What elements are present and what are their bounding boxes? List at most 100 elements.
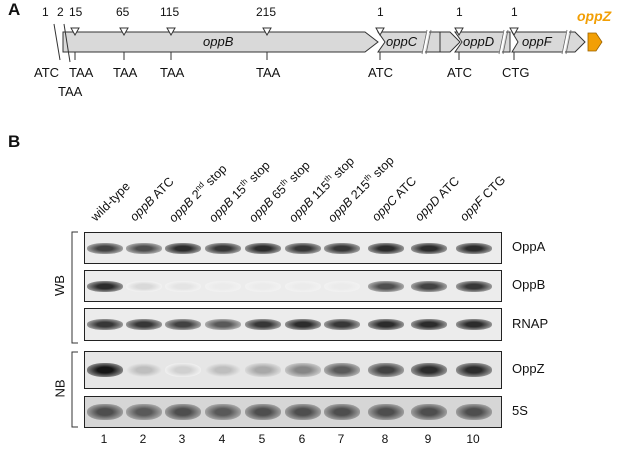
lane-tail: stop <box>283 158 313 188</box>
lane-tail: stop <box>243 158 273 188</box>
oppD-start-number: 1 <box>456 5 463 19</box>
band <box>324 404 360 420</box>
pos-115-label: 115 <box>160 5 180 19</box>
band <box>165 319 201 330</box>
band <box>285 280 321 292</box>
band <box>87 242 123 254</box>
lane-tail: stop <box>328 154 358 184</box>
band <box>165 404 201 420</box>
wb-group-label: WB <box>51 275 67 296</box>
band <box>87 363 123 377</box>
panel-b-label: B <box>8 132 21 151</box>
oppB-start-codon: ATC <box>34 65 60 80</box>
oppZ-arrow <box>587 32 603 52</box>
band <box>245 319 281 330</box>
band <box>205 363 241 377</box>
mark-15-triangle <box>70 27 80 37</box>
band <box>87 404 123 420</box>
oppZ-gene-label: oppZ <box>577 8 612 24</box>
stop-65-codon: TAA <box>113 65 138 80</box>
blot-oppa <box>84 232 502 264</box>
oppC-gene-label: oppC <box>386 34 418 49</box>
band <box>368 242 404 254</box>
band <box>165 363 201 377</box>
band <box>324 242 360 254</box>
blot-name-oppb: OppB <box>512 277 546 292</box>
oppD-gene-label: oppD <box>463 34 495 49</box>
band <box>285 242 321 254</box>
lane-text: CTG <box>477 172 509 204</box>
lane-label-10: oppF CTG <box>457 173 508 224</box>
band <box>165 280 201 292</box>
blot-name-oppz: OppZ <box>512 361 545 376</box>
pos-215-label: 215 <box>256 5 277 19</box>
blot-oppz <box>84 351 502 389</box>
band <box>126 404 162 420</box>
band <box>324 363 360 377</box>
group-brackets <box>71 231 78 428</box>
band <box>456 242 492 254</box>
band <box>126 242 162 254</box>
mark-115-triangle <box>166 27 176 37</box>
band <box>368 363 404 377</box>
band <box>205 404 241 420</box>
band <box>324 319 360 330</box>
oppF-start-codon: CTG <box>502 65 530 80</box>
operon-diagram <box>53 23 603 63</box>
lane-number: 10 <box>466 432 480 446</box>
lane-number: 1 <box>100 432 108 446</box>
blot-rnap <box>84 308 502 341</box>
lane-number: 6 <box>298 432 306 446</box>
band <box>411 363 447 377</box>
band <box>205 280 241 292</box>
band <box>456 363 492 377</box>
oppF-start-number: 1 <box>511 5 518 19</box>
oppD-start-codon: ATC <box>447 65 473 80</box>
blot-name-rnap: RNAP <box>512 315 549 331</box>
band <box>87 319 123 330</box>
blot-5s <box>84 396 502 428</box>
band <box>205 319 241 330</box>
lane-label-9: oppD ATC <box>412 174 462 224</box>
band <box>245 280 281 292</box>
pos-15-label: 15 <box>69 5 83 19</box>
mark-215-triangle <box>262 27 272 37</box>
band <box>324 280 360 292</box>
band <box>411 404 447 420</box>
blot-name-oppa: OppA <box>512 239 546 254</box>
mark-65-triangle <box>119 27 129 37</box>
band <box>285 404 321 420</box>
band <box>126 280 162 292</box>
mark-oppC-triangle <box>375 27 385 37</box>
pos-2-label: 2 <box>57 5 64 19</box>
oppB-arrow <box>62 31 379 53</box>
oppB-gene-label: oppB <box>203 34 234 49</box>
lane-text: ATC <box>147 174 177 204</box>
band <box>87 280 123 292</box>
band <box>456 280 492 292</box>
panel-a-label: A <box>8 0 21 19</box>
stop-2-codon: TAA <box>58 84 83 99</box>
nb-group-label: NB <box>52 379 68 398</box>
blot-name-5s: 5S <box>512 403 528 418</box>
oppC-arrow-tip <box>439 31 461 53</box>
lane-number: 4 <box>218 432 226 446</box>
band <box>165 242 201 254</box>
band <box>245 242 281 254</box>
stop-215-codon: TAA <box>256 65 281 80</box>
band <box>368 319 404 330</box>
lane-tail: stop <box>367 153 397 183</box>
pos-65-label: 65 <box>116 5 130 19</box>
band <box>368 404 404 420</box>
stop-115-codon: TAA <box>160 65 185 80</box>
lane-number: 3 <box>178 432 186 446</box>
mark-oppD-triangle <box>454 27 464 37</box>
band <box>411 280 447 292</box>
oppC-start-codon: ATC <box>368 65 394 80</box>
lane-number: 7 <box>337 432 345 446</box>
band <box>126 363 162 377</box>
oppC-start-number: 1 <box>377 5 384 19</box>
band <box>245 404 281 420</box>
band <box>285 319 321 330</box>
band <box>285 363 321 377</box>
